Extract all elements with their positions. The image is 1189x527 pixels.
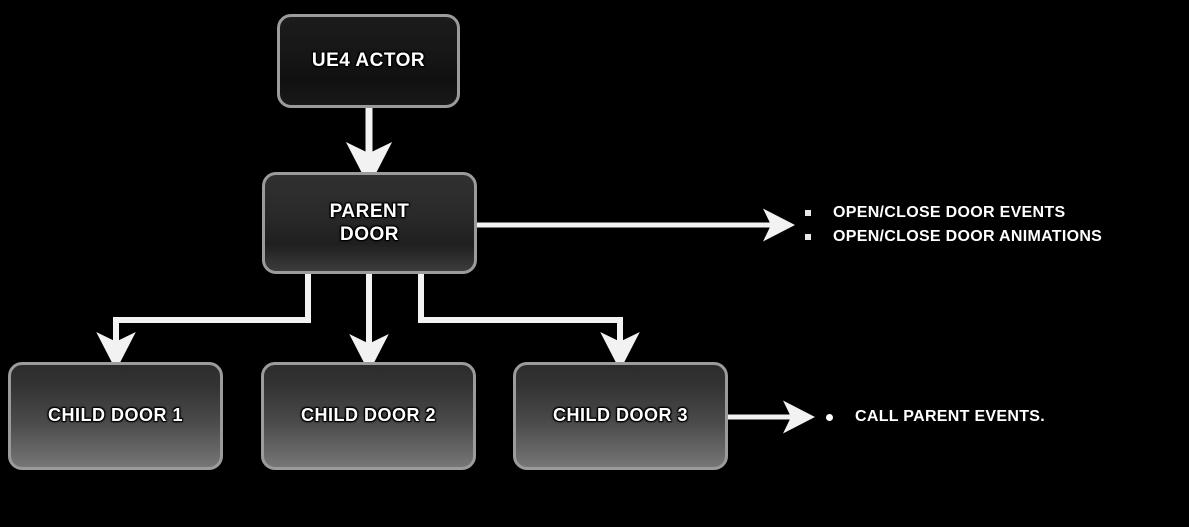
node-ue4-actor-label: UE4 ACTOR: [311, 50, 426, 72]
node-child-door-2-label: CHILD DOOR 2: [300, 405, 436, 426]
node-child-door-1-label: CHILD DOOR 1: [47, 405, 183, 426]
node-child-door-3-label: CHILD DOOR 3: [552, 405, 688, 426]
callout-child-events: CALL PARENT EVENTS.: [826, 405, 1045, 429]
node-parent-door-label: PARENT DOOR: [329, 200, 410, 245]
callout-parent-events: OPEN/CLOSE DOOR EVENTS OPEN/CLOSE DOOR A…: [805, 201, 1102, 249]
callout-item: OPEN/CLOSE DOOR EVENTS: [805, 201, 1102, 225]
node-parent-door[interactable]: PARENT DOOR: [262, 172, 477, 274]
square-bullet-icon: [805, 210, 811, 216]
node-ue4-actor[interactable]: UE4 ACTOR: [277, 14, 460, 108]
callout-item-label: OPEN/CLOSE DOOR ANIMATIONS: [833, 228, 1103, 245]
round-bullet-icon: [826, 413, 833, 421]
edge-parent-to-child-1: [96, 274, 311, 371]
callout-item: OPEN/CLOSE DOOR ANIMATIONS: [805, 225, 1102, 249]
callout-item-label: CALL PARENT EVENTS.: [855, 408, 1046, 425]
node-child-door-3[interactable]: CHILD DOOR 3: [513, 362, 728, 470]
square-bullet-icon: [805, 234, 811, 240]
node-child-door-1[interactable]: CHILD DOOR 1: [8, 362, 223, 470]
callout-item-label: OPEN/CLOSE DOOR EVENTS: [833, 204, 1066, 221]
callout-item: CALL PARENT EVENTS.: [826, 405, 1045, 429]
edge-parent-to-child-3: [418, 274, 640, 371]
node-child-door-2[interactable]: CHILD DOOR 2: [261, 362, 476, 470]
